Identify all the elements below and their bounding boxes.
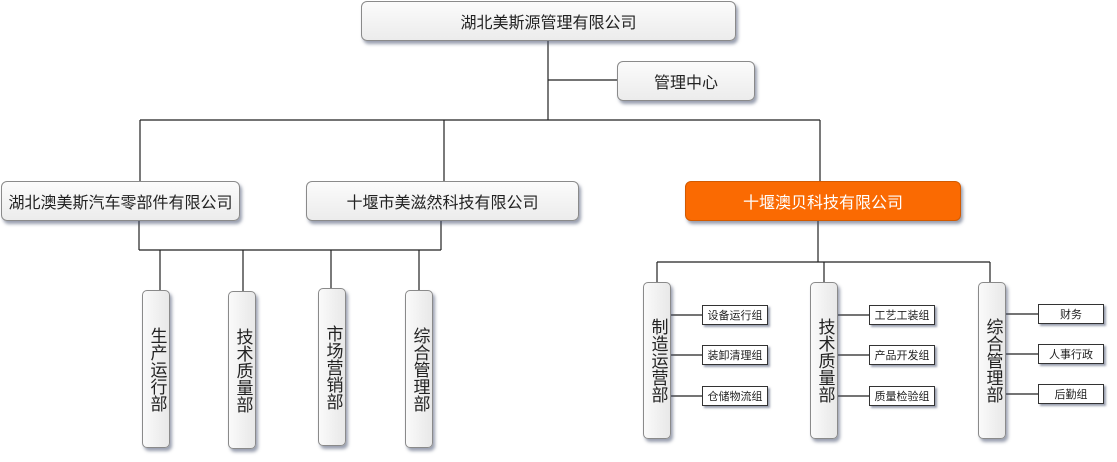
group-label: 财务: [1060, 308, 1082, 321]
management-center-node[interactable]: 管理中心: [617, 61, 755, 101]
group-node[interactable]: 设备运行组: [702, 305, 768, 325]
department-label: 综合管理部: [982, 318, 1003, 403]
department-label: 制造运营部: [647, 318, 668, 403]
company-node-aomeisi[interactable]: 湖北澳美斯汽车零部件有限公司: [1, 181, 240, 221]
department-node-marketing[interactable]: 市场营销部: [318, 288, 346, 446]
group-node[interactable]: 后勤组: [1038, 384, 1104, 404]
department-node-production[interactable]: 生产运行部: [142, 290, 170, 448]
department-label: 技术质量部: [232, 327, 253, 413]
group-node[interactable]: 装卸清理组: [702, 345, 768, 365]
department-label: 技术质量部: [814, 318, 835, 403]
department-node-aobei-tech-quality[interactable]: 技术质量部: [810, 282, 838, 439]
root-label: 湖北美斯源管理有限公司: [460, 13, 637, 32]
group-node[interactable]: 工艺工装组: [869, 305, 935, 325]
company-label: 湖北澳美斯汽车零部件有限公司: [8, 193, 233, 212]
group-label: 装卸清理组: [707, 349, 763, 362]
group-label: 设备运行组: [707, 309, 763, 322]
group-node[interactable]: 财务: [1038, 304, 1104, 324]
group-label: 仓储物流组: [707, 390, 763, 403]
department-label: 市场营销部: [322, 324, 343, 410]
group-node[interactable]: 仓储物流组: [702, 386, 768, 406]
company-node-aobei[interactable]: 十堰澳贝科技有限公司: [685, 181, 961, 221]
group-label: 产品开发组: [874, 349, 930, 362]
department-label: 综合管理部: [409, 326, 430, 412]
group-label: 质量检验组: [874, 390, 930, 403]
root-node[interactable]: 湖北美斯源管理有限公司: [361, 1, 736, 41]
department-node-aobei-general-admin[interactable]: 综合管理部: [978, 282, 1006, 439]
department-label: 生产运行部: [146, 326, 167, 412]
company-label: 十堰澳贝科技有限公司: [742, 193, 903, 212]
department-node-tech-quality[interactable]: 技术质量部: [228, 291, 256, 449]
group-node[interactable]: 人事行政: [1038, 344, 1104, 364]
management-center-label: 管理中心: [653, 73, 718, 92]
group-node[interactable]: 产品开发组: [869, 345, 935, 365]
group-label: 后勤组: [1054, 388, 1088, 401]
group-label: 工艺工装组: [874, 309, 930, 322]
company-label: 十堰市美滋然科技有限公司: [346, 193, 539, 212]
company-node-meiziran[interactable]: 十堰市美滋然科技有限公司: [306, 181, 579, 221]
group-label: 人事行政: [1049, 348, 1093, 361]
department-node-manufacturing-ops[interactable]: 制造运营部: [643, 282, 671, 439]
group-node[interactable]: 质量检验组: [869, 386, 935, 406]
department-node-general-admin[interactable]: 综合管理部: [405, 290, 433, 448]
